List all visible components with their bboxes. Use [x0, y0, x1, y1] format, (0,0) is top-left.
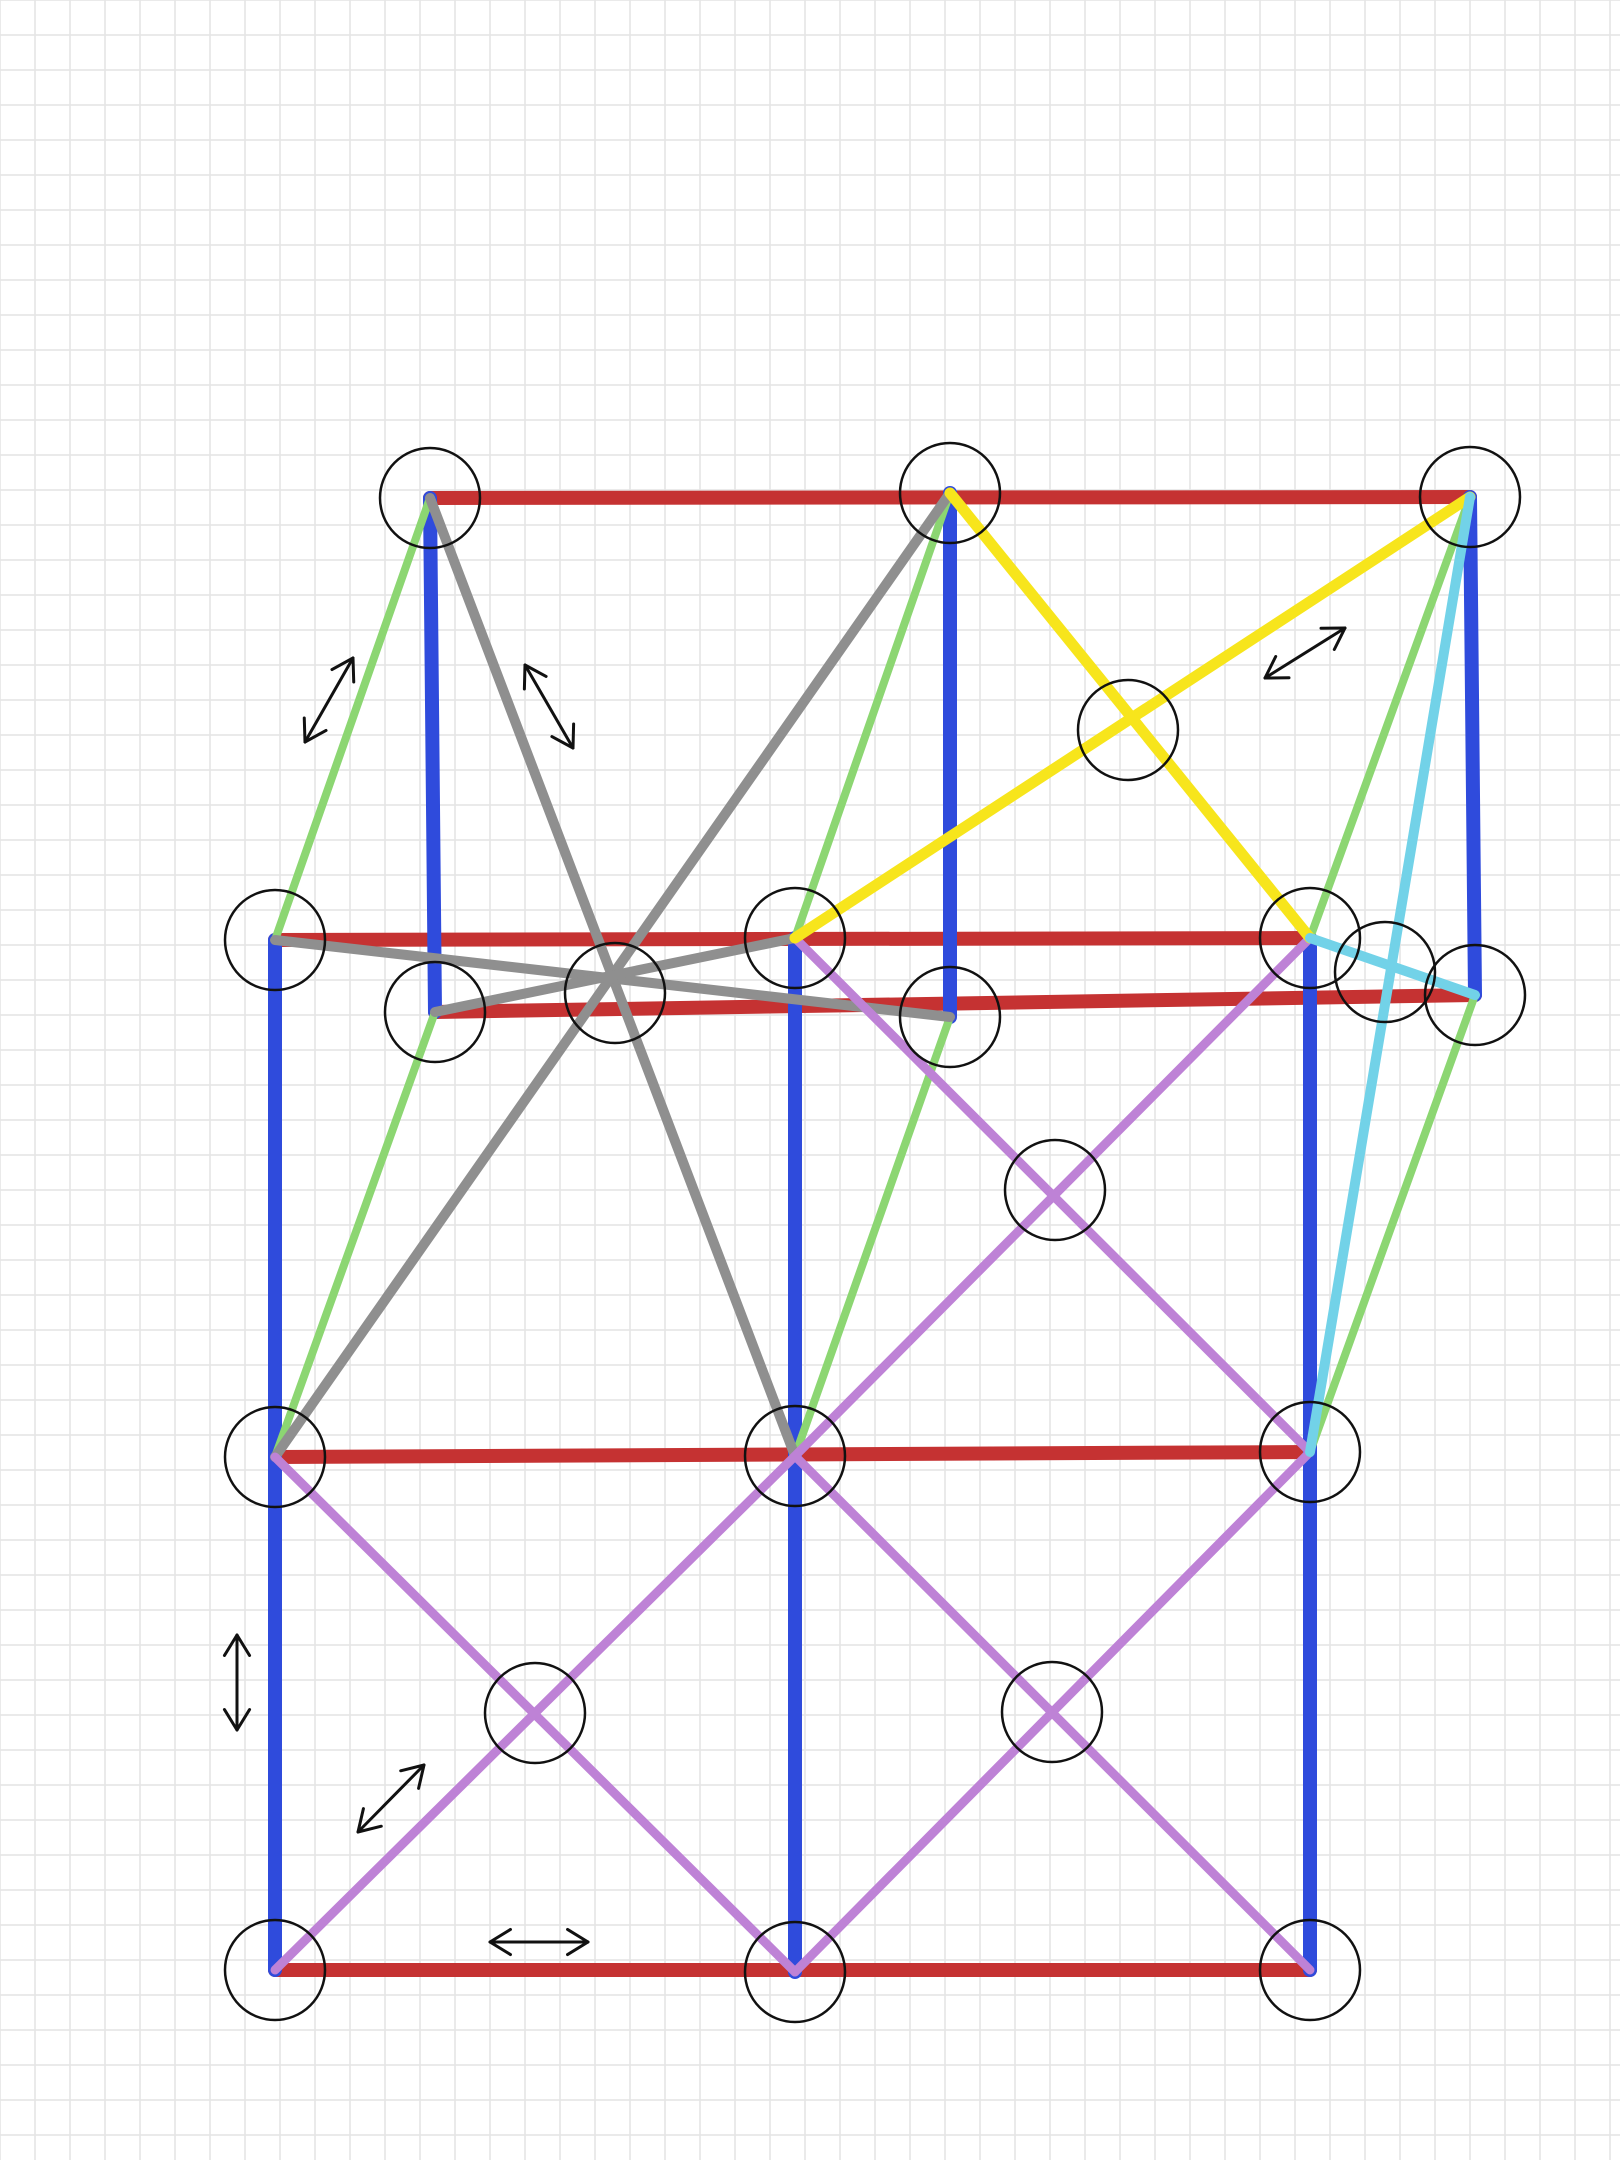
lattice-node	[1258, 1400, 1362, 1504]
gray-edges	[270, 488, 955, 1462]
lattice-node	[1076, 678, 1180, 782]
arrowhead	[488, 1927, 512, 1957]
lattice-node	[378, 446, 482, 550]
arrowhead	[550, 722, 576, 750]
purple-edge	[790, 1447, 1315, 1977]
lattice-node	[383, 960, 487, 1064]
green-edge	[791, 1013, 954, 1460]
yellow-edges	[789, 487, 1476, 944]
arrowhead	[302, 716, 328, 744]
lattice-node	[563, 941, 667, 1045]
lattice-node	[898, 965, 1002, 1069]
green-edge	[1306, 991, 1479, 1456]
motion-arrows	[222, 626, 1347, 1957]
cyan-edge	[1305, 492, 1475, 1457]
lattice-nodes	[223, 441, 1527, 2024]
lattice-node	[1423, 943, 1527, 1047]
arrowhead	[1263, 655, 1291, 680]
gray-edge	[430, 933, 800, 1017]
lattice-node	[223, 1405, 327, 1509]
cyan-edges	[1305, 492, 1480, 1457]
green-edge	[791, 489, 954, 942]
arrowhead	[222, 1708, 252, 1732]
arrow-shaft	[303, 656, 355, 744]
lattice-node	[1333, 920, 1437, 1024]
arrowhead	[1319, 626, 1347, 651]
lattice-node	[1000, 1660, 1104, 1764]
arrowhead	[399, 1763, 426, 1790]
lattice-node	[1258, 1918, 1362, 2022]
green-edges	[271, 489, 1479, 1461]
green-edge	[271, 1008, 439, 1461]
diagonal-arrow-icon	[302, 656, 356, 744]
lattice-node	[898, 441, 1002, 545]
purple-edges	[270, 933, 1315, 1977]
blue-edges	[268, 486, 1482, 1979]
cyan-edge	[1305, 933, 1480, 1000]
arrowhead	[330, 656, 356, 684]
lattice-node	[1258, 886, 1362, 990]
lattice-node	[223, 888, 327, 992]
lattice-node	[743, 1920, 847, 2024]
yellow-edge	[944, 487, 1316, 944]
diagonal-arrow-icon	[522, 663, 576, 750]
arrowhead	[522, 663, 548, 691]
diagonal-arrow-icon	[356, 1763, 426, 1834]
arrow-shaft	[523, 663, 575, 750]
vertical-arrow-icon	[222, 1633, 252, 1732]
purple-edge	[790, 933, 1315, 1461]
purple-edge	[270, 1451, 800, 1975]
arrowhead	[566, 1927, 590, 1957]
lattice-node	[1003, 1138, 1107, 1242]
green-edge	[1306, 493, 1474, 942]
lattice-node	[223, 1918, 327, 2022]
green-edge	[271, 494, 434, 944]
lattice-node	[1418, 445, 1522, 549]
arrowhead	[356, 1807, 383, 1834]
horizontal-arrow-icon	[488, 1927, 590, 1957]
lattice-node	[743, 1404, 847, 1508]
lattice-node	[743, 886, 847, 990]
arrow-shaft	[1263, 626, 1347, 680]
blue-edge	[423, 491, 442, 1019]
arrowhead	[222, 1633, 252, 1657]
diagonal-arrow-icon	[1263, 626, 1347, 680]
arrow-shaft	[356, 1763, 426, 1834]
lattice-node	[483, 1661, 587, 1765]
blue-edge	[1463, 490, 1482, 1002]
